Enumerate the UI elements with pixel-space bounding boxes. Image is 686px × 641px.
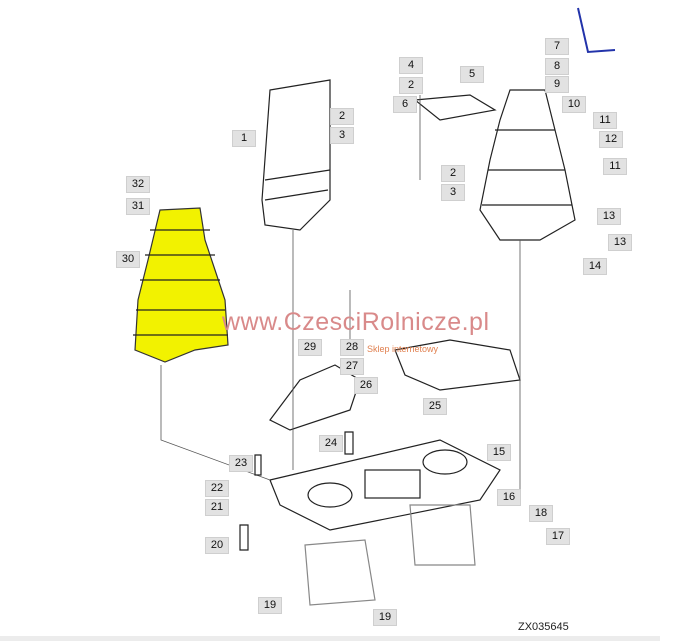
callout-label[interactable]: 28: [340, 339, 364, 356]
callout-label[interactable]: 31: [126, 198, 150, 215]
callout-label[interactable]: 23: [229, 455, 253, 472]
callout-label[interactable]: 8: [545, 58, 569, 75]
callout-label[interactable]: 11: [603, 158, 627, 175]
callout-label[interactable]: 6: [393, 96, 417, 113]
callout-label[interactable]: 20: [205, 537, 229, 554]
callout-label[interactable]: 26: [354, 377, 378, 394]
callout-label[interactable]: 9: [545, 76, 569, 93]
callout-label[interactable]: 21: [205, 499, 229, 516]
callout-label[interactable]: 16: [497, 489, 521, 506]
part-30-cone: [133, 207, 229, 363]
part-right-cone: [479, 89, 576, 241]
callout-label[interactable]: 18: [529, 505, 553, 522]
callout-label[interactable]: 10: [562, 96, 586, 113]
drawing-code: ZX035645: [518, 621, 569, 633]
callout-label[interactable]: 25: [423, 398, 447, 415]
horizontal-scrollbar[interactable]: [0, 636, 660, 641]
callout-label[interactable]: 32: [126, 176, 150, 193]
callout-label[interactable]: 29: [298, 339, 322, 356]
callout-label[interactable]: 2: [330, 108, 354, 125]
pen-mark: [577, 7, 616, 54]
callout-label[interactable]: 19: [258, 597, 282, 614]
callout-label[interactable]: 1: [232, 130, 256, 147]
callout-label[interactable]: 30: [116, 251, 140, 268]
callout-label[interactable]: 17: [546, 528, 570, 545]
callout-label[interactable]: 22: [205, 480, 229, 497]
callout-label[interactable]: 3: [330, 127, 354, 144]
part-15-plate: [269, 439, 501, 531]
leader-lines: [160, 95, 521, 500]
watermark-subtitle: Sklep internetowy: [367, 344, 439, 354]
callout-label[interactable]: 11: [593, 112, 617, 129]
callout-label[interactable]: 13: [597, 208, 621, 225]
callout-label[interactable]: 14: [583, 258, 607, 275]
part-6-bracket: [413, 94, 497, 121]
bolt-23: [254, 454, 262, 476]
lower-gears: [304, 504, 476, 606]
callout-label[interactable]: 24: [319, 435, 343, 452]
callout-label[interactable]: 4: [399, 57, 423, 74]
callout-label[interactable]: 2: [441, 165, 465, 182]
callout-label[interactable]: 3: [441, 184, 465, 201]
callout-label[interactable]: 2: [399, 77, 423, 94]
callout-label[interactable]: 15: [487, 444, 511, 461]
callout-label[interactable]: 19: [373, 609, 397, 626]
bolt-24: [344, 431, 354, 455]
callout-label[interactable]: 27: [340, 358, 364, 375]
callout-label[interactable]: 12: [599, 131, 623, 148]
part-1: [261, 79, 331, 231]
watermark: www.CzesciRolnicze.pl: [222, 308, 490, 336]
bolt-20: [239, 524, 249, 551]
callout-label[interactable]: 7: [545, 38, 569, 55]
callout-label[interactable]: 13: [608, 234, 632, 251]
callout-label[interactable]: 5: [460, 66, 484, 83]
